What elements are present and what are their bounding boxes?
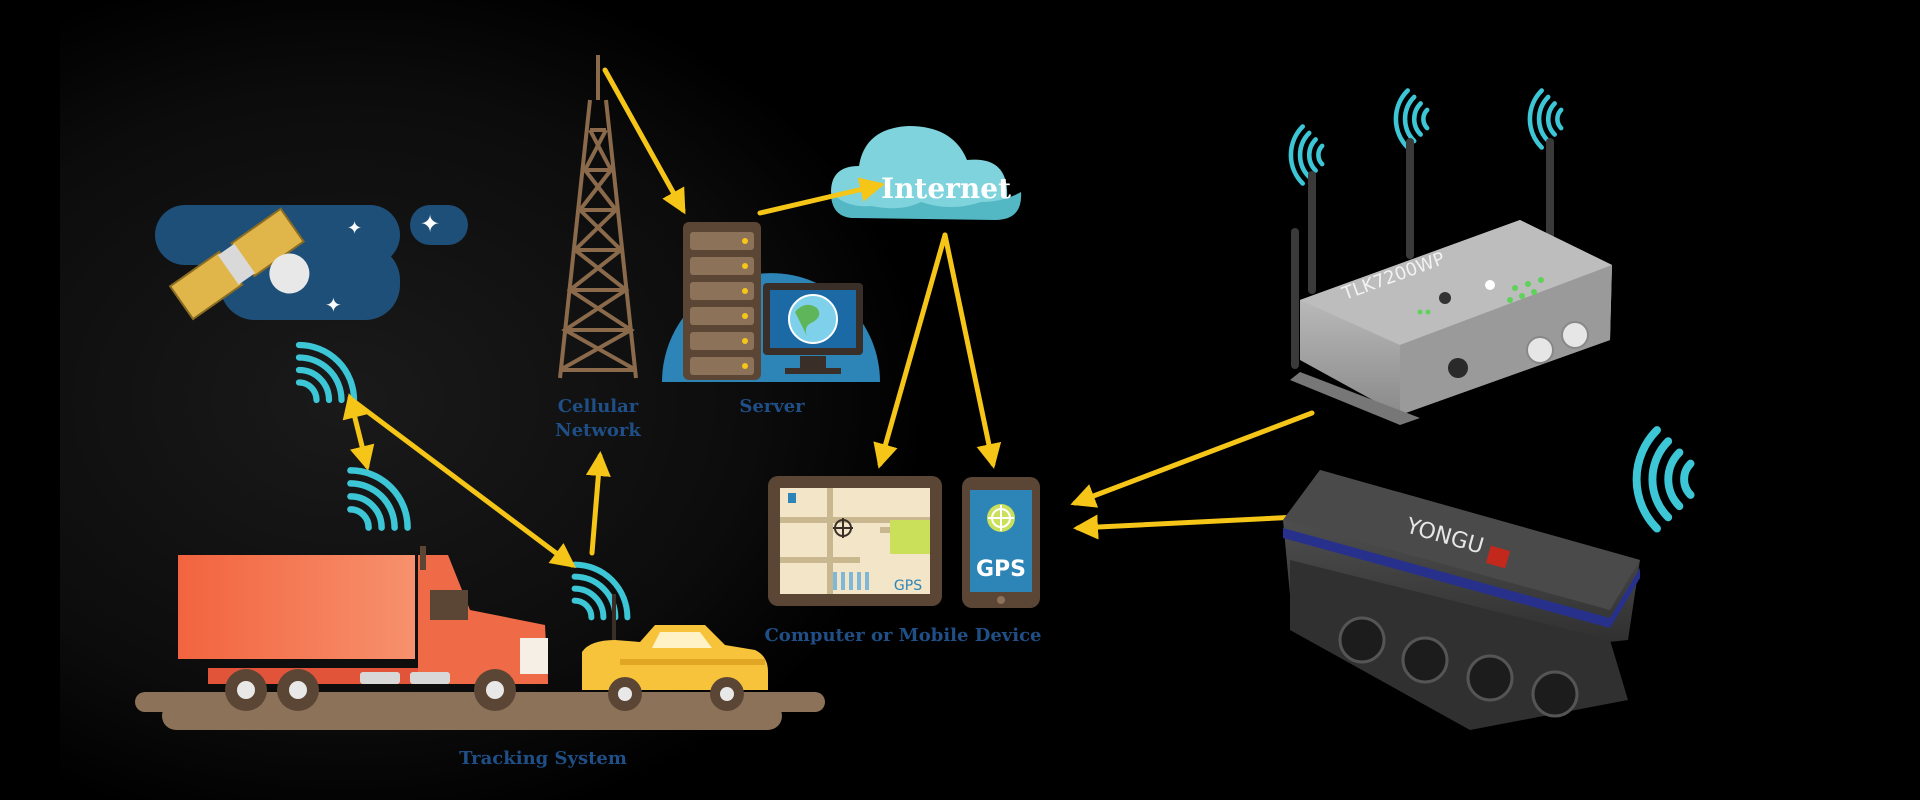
arrow-internet-phone [942, 232, 1002, 469]
internet-label: Internet [881, 172, 1011, 205]
svg-text:✦: ✦ [347, 218, 362, 239]
tablet-icon: GPS [768, 476, 942, 606]
tracking-label: Tracking System [459, 748, 627, 769]
arrow-router-phone [1070, 410, 1315, 508]
arrow-satellite-car [349, 397, 576, 568]
arrow-tower-server [602, 67, 686, 215]
junction-box-product: YONGU [1283, 430, 1706, 730]
arrows [342, 67, 1315, 568]
server-icon [662, 222, 880, 382]
connector-ports [1338, 616, 1579, 718]
svg-text:✦: ✦ [325, 293, 342, 317]
arrow-box-phone [1073, 514, 1301, 540]
phone-gps-label: GPS [976, 557, 1026, 582]
satellite-icon: ✦ ✦ ✦ ✦ [155, 205, 468, 400]
arrow-car-tower [585, 451, 611, 556]
car-icon [575, 565, 768, 711]
arrow-internet-tablet [873, 232, 948, 469]
cellular-label-line2: Network [555, 420, 641, 441]
truck-icon [178, 470, 548, 711]
arrow-satellite-truck [342, 393, 375, 471]
arrow-server-internet [757, 177, 885, 216]
tablet-gps-label: GPS [894, 578, 922, 594]
cellular-tower-icon [558, 55, 638, 379]
svg-text:✦: ✦ [420, 210, 440, 238]
phone-icon: GPS [962, 477, 1040, 608]
cellular-label-line1: Cellular [558, 396, 639, 417]
server-label: Server [739, 396, 805, 417]
devices-label: Computer or Mobile Device [764, 625, 1041, 646]
